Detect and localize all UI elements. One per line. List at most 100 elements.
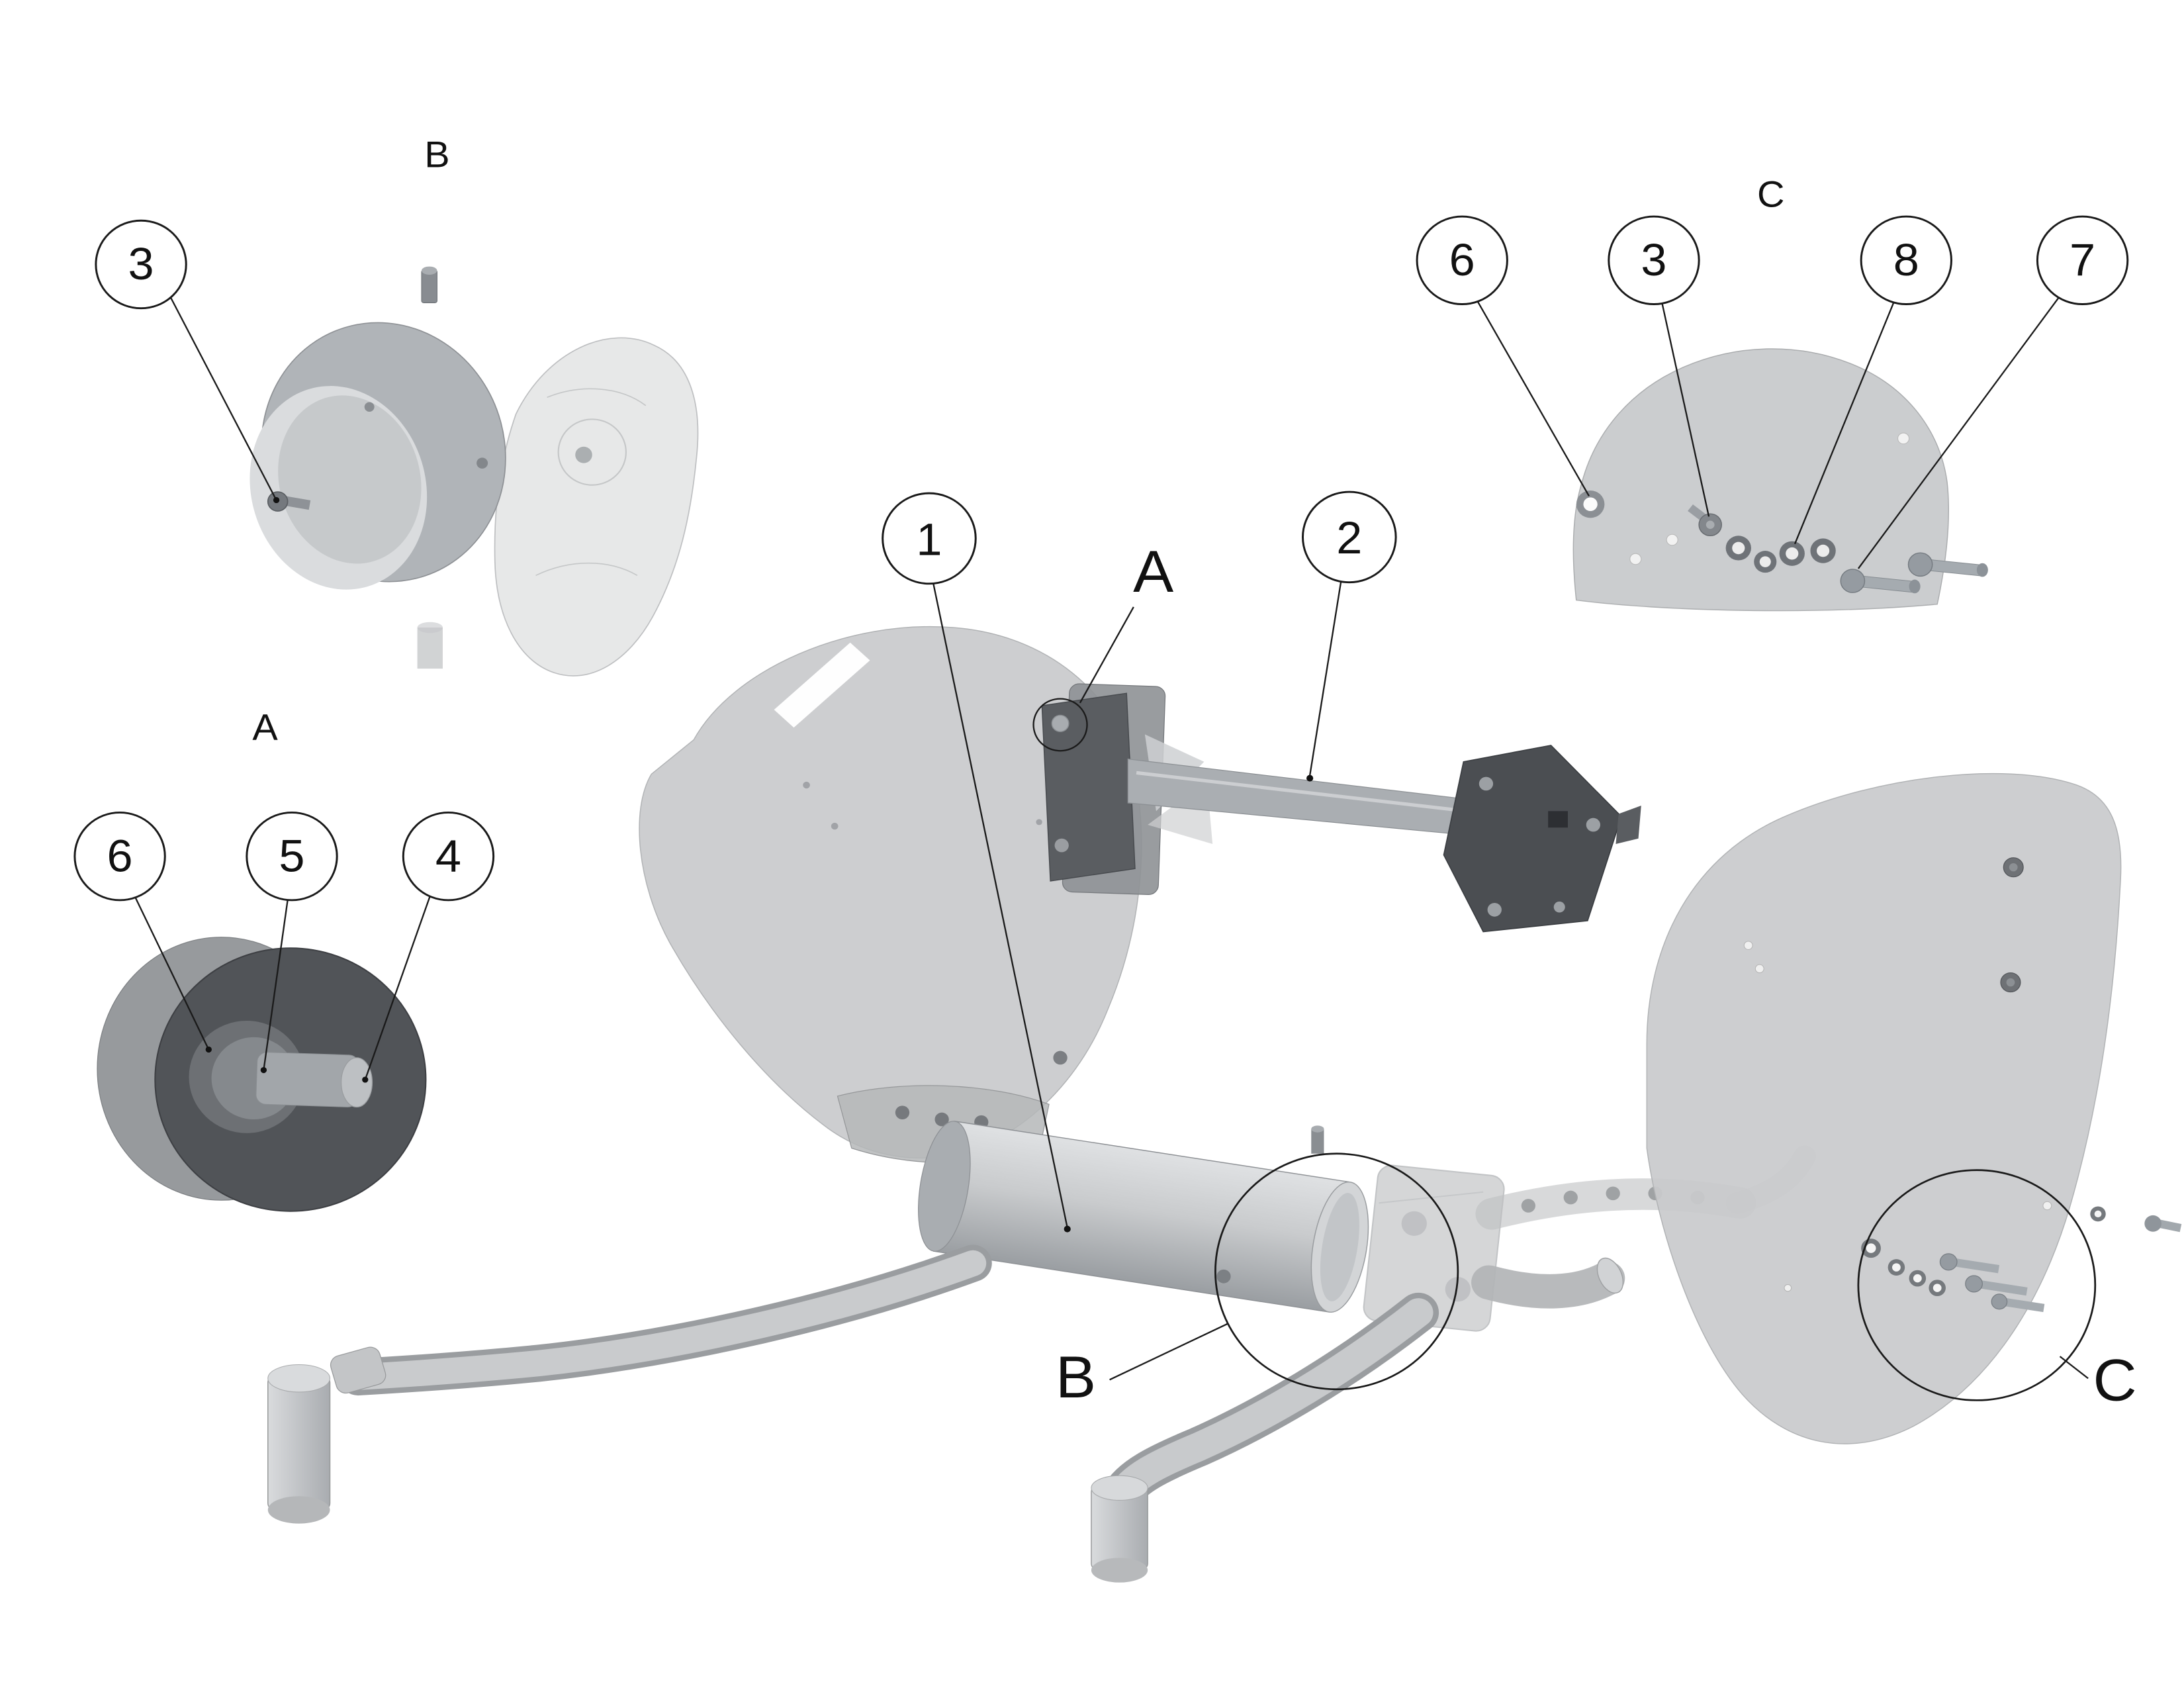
- muffler: [918, 1121, 1369, 1313]
- balloon-circle: [95, 219, 187, 310]
- balloon-number: 6: [1449, 234, 1475, 285]
- leader-line: [1079, 606, 1134, 704]
- detail-view-b: B: [95, 134, 699, 677]
- end-cap-canister: [250, 322, 506, 590]
- bolt-head: [2144, 1215, 2161, 1232]
- bolt-shaft: [283, 496, 311, 510]
- pin-body: [1311, 1129, 1324, 1154]
- leader-line: [1109, 1323, 1229, 1381]
- strap-hole: [1563, 1190, 1578, 1205]
- internal-assembly-ghost: [417, 337, 699, 677]
- balloon-number: 7: [2070, 234, 2095, 285]
- washer-inner: [1866, 1243, 1876, 1253]
- balloon-2: 2: [1302, 491, 1397, 782]
- detail-view-a: A 6 5 4: [73, 707, 495, 1212]
- bolt-shaft: [1950, 1258, 2000, 1274]
- leader-dot: [1306, 774, 1314, 782]
- tail-pipe: [1471, 1261, 1625, 1309]
- balloon-circle: [882, 492, 977, 585]
- plate-hole: [1897, 432, 1910, 445]
- floating-pin: [1311, 1125, 1324, 1154]
- ref-a-marker-circle: [1032, 698, 1088, 752]
- bolt-tip: [1909, 579, 1921, 594]
- shield-slot: [774, 642, 870, 728]
- washer-inner: [1892, 1263, 1901, 1272]
- left-pipe-surface: [344, 1250, 987, 1390]
- bolt-head: [1586, 818, 1601, 832]
- balloon-6: 6: [73, 811, 212, 1053]
- bolt-head: [1939, 1253, 1958, 1271]
- balloon-number: 3: [1641, 234, 1666, 285]
- balloon-circle: [1302, 491, 1397, 584]
- ghost-stub: [417, 627, 443, 669]
- balloon-circle: [1416, 215, 1508, 305]
- shield-body: [1646, 773, 2122, 1444]
- canister-interior: [278, 395, 422, 564]
- balloon-number: 6: [107, 830, 133, 881]
- shield-hole: [2042, 1201, 2052, 1211]
- balloon-8: 8: [1794, 215, 1952, 545]
- hub-assembly: [97, 937, 427, 1212]
- ref-a-bolt-head: [1051, 714, 1069, 733]
- bolt-shaft: [2158, 1219, 2182, 1233]
- balloon-3: 3: [95, 219, 280, 504]
- shield-hole: [803, 781, 810, 789]
- muffler-right-inner: [1320, 1193, 1359, 1301]
- canister-hole-left: [364, 402, 375, 412]
- bolt-drive: [2009, 863, 2018, 872]
- bolt-head: [1054, 838, 1069, 853]
- strap-hole: [1606, 1186, 1620, 1201]
- bolt-head: [1840, 569, 1866, 593]
- balloon-1: 1: [882, 492, 1071, 1233]
- balloon-number: 3: [128, 238, 154, 289]
- bolt-shaft: [2001, 1297, 2045, 1313]
- bolt-head: [895, 1105, 910, 1120]
- leader-line: [169, 297, 277, 500]
- ref-label-a: A: [1079, 539, 1174, 704]
- balloon-circle: [246, 811, 338, 902]
- ghost-body: [494, 337, 699, 677]
- detail-circle-c: [1857, 1169, 2097, 1401]
- plate-hardware: [1576, 490, 1988, 594]
- detail-view-c: C: [1416, 174, 2129, 612]
- ghost-bore: [557, 418, 627, 486]
- washer-inner: [1583, 497, 1598, 512]
- hub-stub-end: [340, 1057, 373, 1108]
- leader-dot: [273, 496, 280, 504]
- screw-drive: [1706, 520, 1715, 529]
- balloon-number: 1: [916, 514, 942, 565]
- right-stub-bottom-cap: [1091, 1558, 1148, 1583]
- balloon-5: 5: [246, 811, 338, 1074]
- plate-body: [1572, 348, 1949, 612]
- washer-inner: [2094, 1210, 2102, 1218]
- bolt-head: [1053, 1051, 1068, 1065]
- muffler-left-cap: [918, 1121, 971, 1252]
- leader-line: [134, 897, 210, 1050]
- shield-hole: [831, 822, 839, 830]
- leader-line: [933, 583, 1068, 1228]
- clamp-hole: [1401, 1211, 1427, 1236]
- exhaust-pipes: [267, 1244, 1625, 1583]
- leader-line: [2059, 1356, 2089, 1380]
- washer-inner: [1913, 1274, 1922, 1283]
- balloon-7: 7: [1857, 215, 2129, 569]
- bolt-head: [934, 1112, 949, 1127]
- leader-line: [1308, 582, 1342, 776]
- right-pipe-surface: [1106, 1298, 1433, 1511]
- end-plate: [1443, 745, 1622, 933]
- side-tab: [1615, 806, 1641, 844]
- balloon-number: 8: [1893, 234, 1919, 285]
- mounting-plate: [1572, 348, 1949, 612]
- bracket-front-plate: [1041, 692, 1136, 882]
- balloon-number: 5: [279, 830, 304, 881]
- shield-fasteners: [1861, 1206, 2182, 1313]
- leader-line: [1661, 304, 1710, 517]
- bolt-head: [1907, 552, 1933, 577]
- plate-hole: [1629, 553, 1642, 565]
- shield-hole: [1784, 1284, 1792, 1292]
- shield-hole: [1754, 964, 1764, 974]
- left-stub-top-cap: [267, 1364, 331, 1393]
- leader-dot: [1064, 1225, 1071, 1233]
- clamp-hole: [1445, 1277, 1471, 1302]
- washer-inner: [1786, 547, 1799, 560]
